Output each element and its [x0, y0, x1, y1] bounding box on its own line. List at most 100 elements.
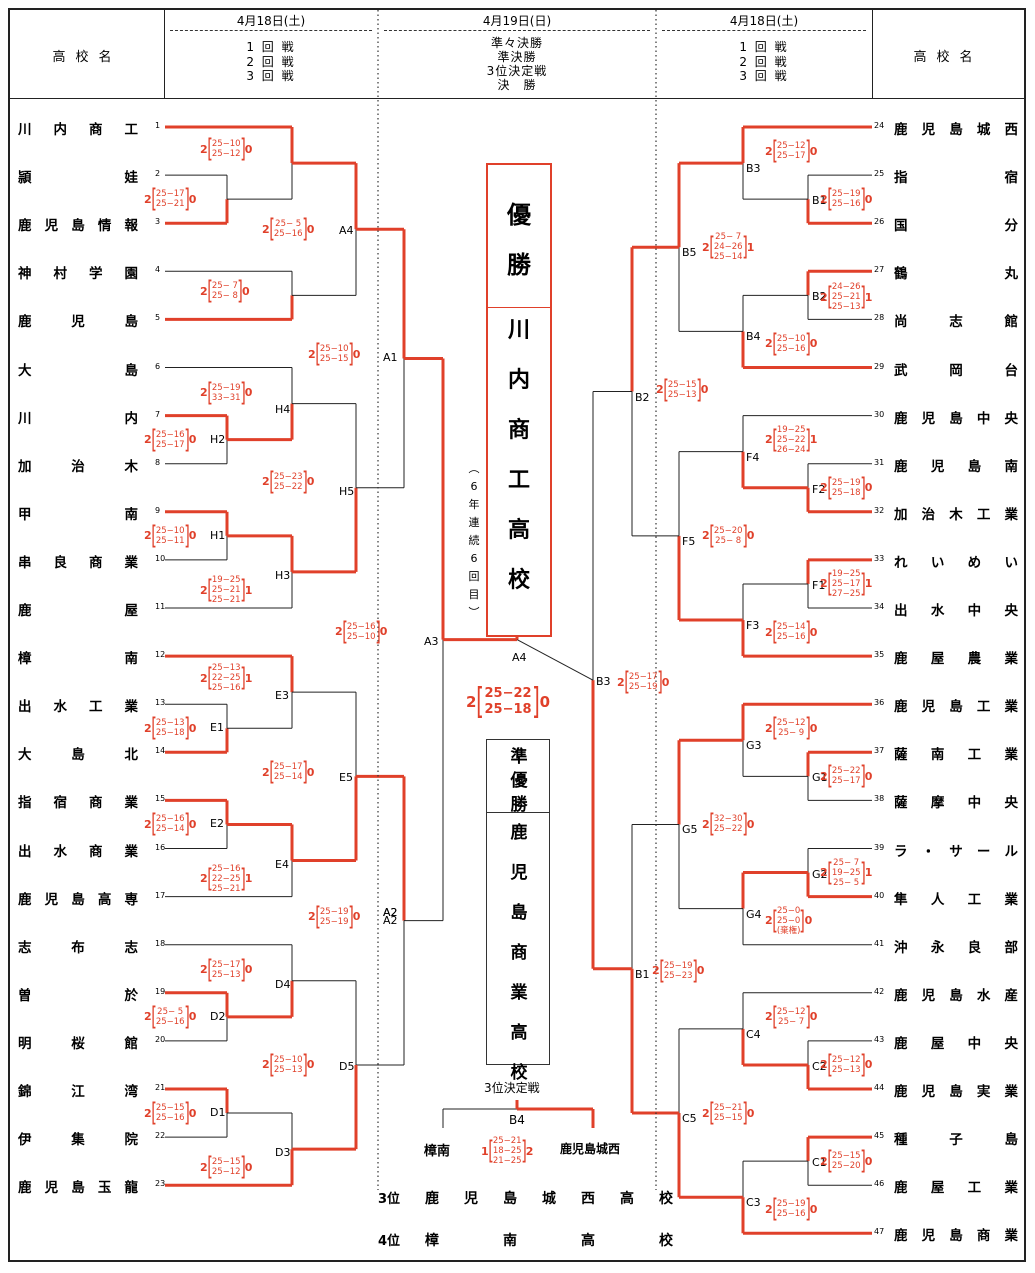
right-school-number: 40	[874, 890, 885, 900]
winner-sets: 2	[820, 866, 828, 880]
right-school-name: 鶴丸	[894, 262, 1018, 282]
right-school-name: 尚志館	[894, 310, 1018, 330]
set-score: 25−22	[831, 766, 861, 777]
school-name-char: 児	[44, 218, 59, 235]
set-score: 25−23	[273, 471, 303, 482]
school-name-char: 永	[930, 939, 945, 956]
school-name-char: 屋	[930, 1035, 945, 1052]
bracket-glyph: [	[206, 575, 213, 605]
left-school-name: 甲南	[18, 503, 138, 523]
bracket-glyph: ]	[239, 575, 246, 605]
bracket-glyph: [	[771, 136, 778, 166]
school-name-char: 北	[124, 747, 139, 764]
left-school-name: 明桜館	[18, 1032, 138, 1052]
loser-sets: 2	[525, 1144, 534, 1158]
school-name-char: 児	[921, 410, 936, 427]
school-name-char: 隼	[894, 891, 908, 908]
right-school-name: 鹿児島工業	[894, 695, 1018, 715]
right-school-name: 武岡台	[894, 359, 1018, 379]
bracket-glyph: ]	[183, 809, 190, 840]
right-school-name: 加治木工業	[894, 503, 1018, 523]
set-score: 25−15	[211, 1157, 241, 1168]
third-place-left: 樟南	[424, 1144, 451, 1159]
left-school-name: 川内商工	[18, 118, 138, 138]
set-score: 25−19	[776, 1199, 806, 1210]
loser-sets: 0	[188, 529, 197, 543]
bracket-glyph: [	[341, 616, 348, 647]
set-score: 32−30	[713, 814, 743, 825]
winner-sets: 2	[144, 1106, 152, 1120]
match-label: G4	[746, 907, 762, 921]
loser-sets: 0	[809, 721, 818, 735]
loser-sets: 0	[188, 433, 197, 447]
school-name-char: 尚	[894, 314, 908, 331]
loser-sets: 0	[188, 1010, 197, 1024]
note-char: 年	[468, 498, 480, 511]
school-name-char: 木	[949, 506, 963, 523]
right-school-number: 29	[874, 361, 885, 371]
mid-round-2: 準決勝	[497, 50, 537, 64]
bracket-glyph: [	[771, 424, 778, 455]
right-school-name: 鹿児島南	[894, 455, 1018, 475]
bracket-glyph: ]	[859, 1049, 866, 1080]
third-place-label: B4	[509, 1113, 525, 1127]
bracket-glyph: [	[314, 901, 321, 932]
right-school-number: 24	[874, 121, 885, 130]
set-score: 25−18	[155, 728, 185, 739]
bracket-glyph: ]	[239, 663, 246, 694]
place-rank: 4位	[378, 1234, 401, 1249]
right-school-number: 46	[874, 1179, 885, 1189]
school-name-char: 中	[976, 410, 991, 427]
left-school-name: 曽於	[18, 984, 138, 1004]
left-school-number: 4	[155, 265, 161, 275]
set-score: 25− 7	[778, 1016, 805, 1027]
set-score: 22−25	[211, 673, 241, 684]
school-name-char: ・	[921, 843, 936, 860]
school-name-char: 鶴	[894, 266, 908, 283]
right-school-number: 43	[874, 1034, 885, 1044]
school-name-char: 鹿	[894, 1035, 908, 1052]
set-score: 25−17	[211, 959, 241, 970]
match-label: A3	[424, 634, 439, 648]
left-date: 4月18日(土)	[236, 14, 306, 28]
bracket-glyph: ]	[741, 1098, 748, 1129]
right-rounds-cell: 4月18日(土) 1 回 戦 2 回 戦 3 回 戦	[656, 10, 872, 98]
left-school-number: 9	[155, 505, 161, 515]
left-school-name: 大島北	[18, 743, 138, 763]
match-label: C3	[746, 1196, 761, 1210]
bracket-glyph: ]	[531, 681, 540, 722]
bracket-glyph: [	[662, 374, 669, 405]
school-name-char: 島	[124, 314, 139, 331]
match-label: D3	[275, 1146, 291, 1160]
right-school-number: 28	[874, 313, 885, 323]
right-school-name: 出水中央	[894, 599, 1018, 619]
set-score: 25−19	[831, 477, 861, 488]
school-name-char: 児	[921, 122, 936, 138]
bracket-glyph: ]	[301, 1049, 308, 1080]
match-label: G3	[746, 739, 762, 753]
winner-sets: 2	[144, 817, 152, 831]
school-name-char: ー	[976, 843, 991, 860]
set-score: 25−18	[484, 702, 532, 717]
set-score: 25−23	[663, 970, 693, 981]
right-school-number: 41	[874, 938, 885, 948]
bracket-glyph: ]	[741, 232, 748, 263]
winner-sets: 2	[262, 475, 270, 489]
match-label: G1	[812, 771, 828, 785]
school-name-char: 加	[18, 458, 32, 475]
loser-sets: 0	[188, 192, 197, 206]
right-school-name: 鹿児島水産	[894, 984, 1018, 1004]
